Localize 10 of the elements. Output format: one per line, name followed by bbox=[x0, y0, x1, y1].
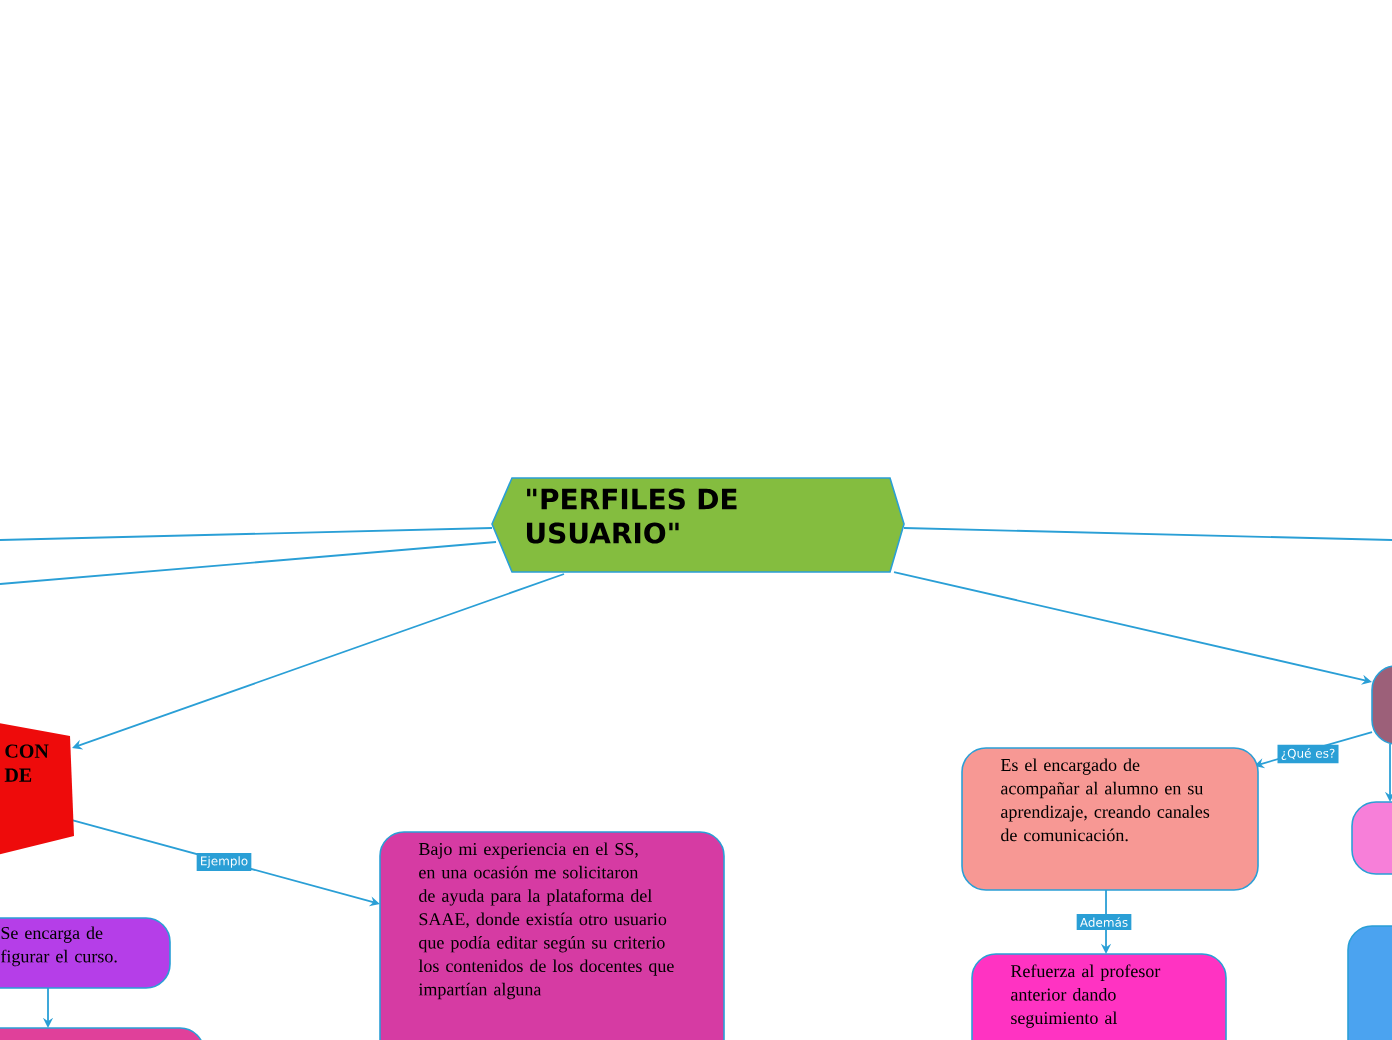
note-box bbox=[1371, 665, 1392, 745]
note-box: Refuerza al profesor anterior dando seguimiento al bbox=[971, 953, 1227, 1040]
note-box: Se encarga de figurar el curso. bbox=[0, 917, 171, 989]
note-box bbox=[1347, 925, 1392, 1040]
note-box bbox=[1351, 801, 1392, 875]
note-box: Bajo mi experiencia en el SS, en una ocasión me solicitaron de ayuda para la plataforma del SAAE, donde existía otro usuario que podía editar según su criterio los contenidos de los docentes que impartían alguna bbox=[379, 831, 725, 1040]
topic-hexagon: "PERFILES DE USUARIO" bbox=[491, 477, 905, 573]
note-box bbox=[0, 1027, 205, 1040]
note-box: Es el encargado de acompañar al alumno en su aprendizaje, creando canales de comunicación. bbox=[961, 747, 1259, 891]
connector-arrow bbox=[72, 573, 565, 750]
